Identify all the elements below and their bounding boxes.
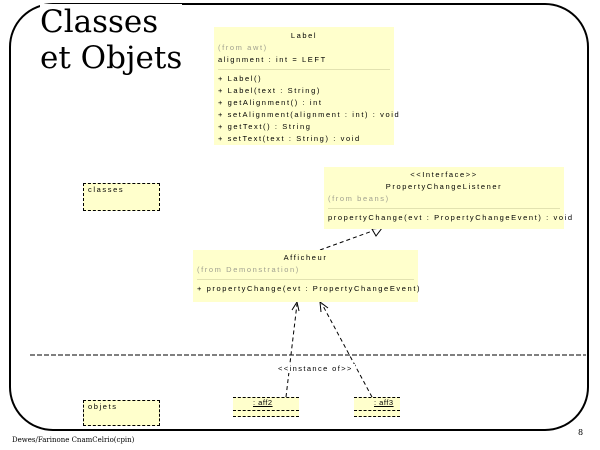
class-operation: + Label() xyxy=(218,74,263,83)
realization-arrowhead xyxy=(371,227,384,237)
class-label: Label (from awt) alignment : int = LEFT … xyxy=(214,27,401,145)
class-name: Label xyxy=(290,31,318,40)
instance-arrowhead-aff3 xyxy=(319,300,329,313)
slide-frame xyxy=(9,3,589,431)
class-operation: + getAlignment() : int xyxy=(218,98,323,107)
package-label: classes xyxy=(88,185,125,194)
class-attribute: alignment : int = LEFT xyxy=(218,55,327,64)
footer-text: Dewes/Farinone CnamCelrio(cpin) xyxy=(12,436,135,444)
object-divider xyxy=(354,410,400,411)
class-operation: propertyChange(evt : PropertyChangeEvent… xyxy=(328,213,574,222)
title-line-2: et Objets xyxy=(40,40,183,76)
title-line-1: Classes xyxy=(40,4,159,40)
instance-line-aff2 xyxy=(285,303,298,398)
class-afficheur: Afficheur (from Demonstration) + propert… xyxy=(193,250,422,302)
class-origin: (from beans) xyxy=(328,194,390,203)
instance-of-label: <<instance of>> xyxy=(276,364,355,373)
object-divider xyxy=(233,410,299,411)
interface-stereotype: <<Interface>> xyxy=(410,170,478,179)
class-origin: (from Demonstration) xyxy=(197,265,300,274)
instance-arrowhead-aff2 xyxy=(291,300,300,312)
realization-line xyxy=(319,228,379,251)
interface-property-change-listener: <<Interface>> PropertyChangeListener (fr… xyxy=(324,167,574,229)
class-operation: + propertyChange(evt : PropertyChangeEve… xyxy=(197,284,422,293)
compartment-divider xyxy=(218,69,390,70)
package-objets: objets xyxy=(83,400,160,426)
object-aff3: : aff3 xyxy=(354,397,400,417)
instance-line-aff3 xyxy=(321,303,373,398)
slide-title: Classes et Objets xyxy=(40,4,183,76)
package-label: objets xyxy=(88,402,118,411)
object-label: : aff2 xyxy=(253,398,273,407)
object-label: : aff3 xyxy=(374,398,394,407)
class-operation: + setText(text : String) : void xyxy=(218,134,361,143)
class-origin: (from awt) xyxy=(218,43,268,52)
compartment-divider xyxy=(328,208,560,209)
compartment-divider xyxy=(197,279,414,280)
package-classes: classes xyxy=(83,183,160,211)
class-operation: + Label(text : String) xyxy=(218,86,321,95)
class-name: PropertyChangeListener xyxy=(385,182,503,191)
class-name: Afficheur xyxy=(283,253,328,262)
class-operation: + getText() : String xyxy=(218,122,312,131)
page-number: 8 xyxy=(578,428,584,437)
object-aff2: : aff2 xyxy=(233,397,299,417)
class-operation: + setAlignment(alignment : int) : void xyxy=(218,110,401,119)
